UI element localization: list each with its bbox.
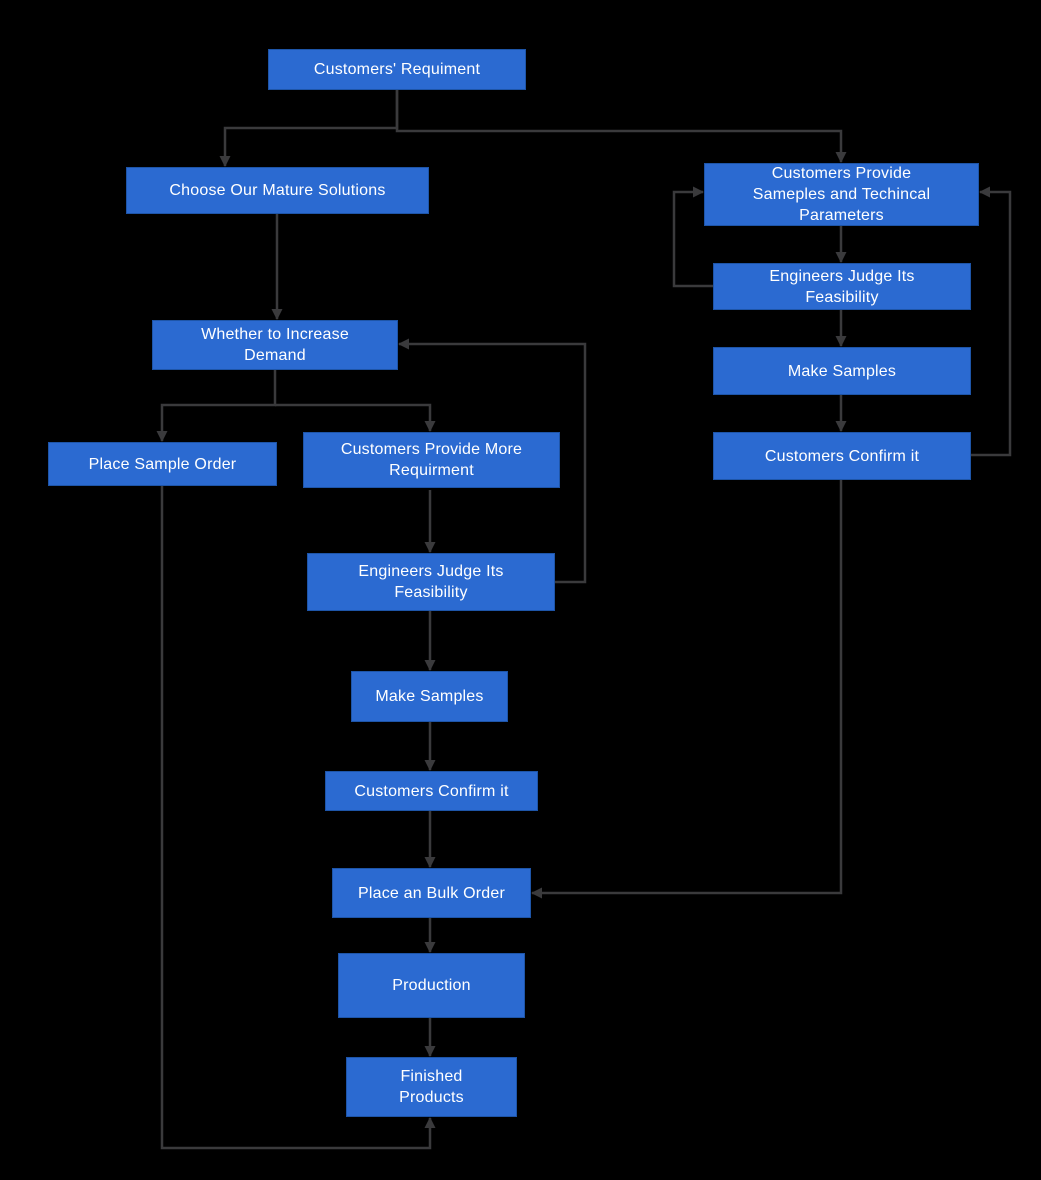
node-customers-confirm-mid: Customers Confirm it	[325, 771, 538, 811]
node-choose-mature-solutions: Choose Our Mature Solutions	[126, 167, 429, 214]
node-place-sample-order: Place Sample Order	[48, 442, 277, 486]
edge-customers_requirement-to-choose_mature_solutions	[219, 90, 399, 167]
edge-customers_confirm_right-to-provide_samples_parameters	[971, 186, 1012, 457]
node-finished-products: Finished Products	[346, 1057, 517, 1117]
node-customers-requirement: Customers' Requiment	[268, 49, 526, 90]
node-production: Production	[338, 953, 525, 1018]
edge-engineers_judge_mid-to-whether_increase_demand	[398, 338, 587, 584]
edge-customers_confirm_right-to-place_bulk_order	[531, 480, 843, 899]
edge-place_sample_order-to-finished_products	[160, 486, 436, 1150]
node-engineers-judge-feasibility-mid: Engineers Judge Its Feasibility	[307, 553, 555, 611]
node-customers-provide-samples-parameters: Customers Provide Sameples and Techincal…	[704, 163, 979, 226]
node-customers-confirm-right: Customers Confirm it	[713, 432, 971, 480]
edge-whether_increase_demand-to-place_sample_order	[156, 370, 277, 442]
node-engineers-judge-feasibility-right: Engineers Judge Its Feasibility	[713, 263, 971, 310]
edge-engineers_judge_right-to-provide_samples_parameters	[672, 186, 713, 288]
node-make-samples-right: Make Samples	[713, 347, 971, 395]
edge-customers_requirement-to-provide_samples_parameters	[395, 90, 847, 163]
node-make-samples-mid: Make Samples	[351, 671, 508, 722]
node-place-bulk-order: Place an Bulk Order	[332, 868, 531, 918]
node-whether-to-increase-demand: Whether to Increase Demand	[152, 320, 398, 370]
node-customers-provide-more-requirement: Customers Provide More Requirment	[303, 432, 560, 488]
edge-whether_increase_demand-to-provide_more_requirement	[275, 403, 436, 432]
